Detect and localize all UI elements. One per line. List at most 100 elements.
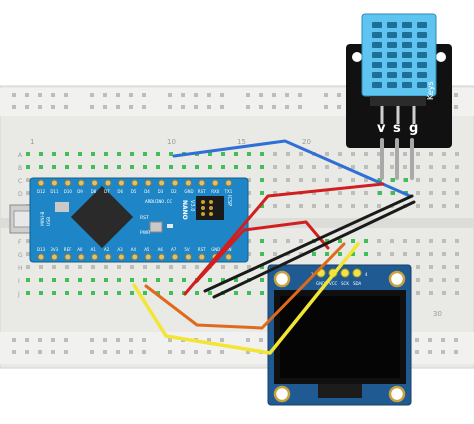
breadboard-hole	[351, 165, 355, 169]
breadboard-hole	[416, 204, 420, 208]
rail-hole	[51, 350, 55, 354]
nano-pin-label: D11	[50, 189, 59, 194]
breadboard-hole	[299, 178, 303, 182]
nano-pin-label: RST	[198, 189, 206, 194]
nano-pin	[144, 253, 152, 261]
breadboard-hole	[65, 265, 69, 269]
nano-pin-label: REF	[64, 247, 72, 252]
nano-pin	[37, 253, 45, 261]
breadboard-hole	[442, 252, 446, 256]
nano-pin-label: GND	[184, 189, 193, 194]
connected-hole	[26, 291, 30, 295]
nano-pin	[131, 253, 139, 261]
rail-hole	[116, 338, 120, 342]
breadboard-hole	[377, 152, 381, 156]
breadboard-hole	[364, 178, 368, 182]
rail-hole	[246, 350, 250, 354]
connected-hole	[117, 291, 121, 295]
rail-hole	[129, 105, 133, 109]
connected-hole	[260, 291, 264, 295]
nano-pin-label: A2	[104, 247, 110, 252]
connected-hole	[78, 152, 82, 156]
dht-grille	[372, 22, 427, 88]
rail-hole	[168, 338, 172, 342]
breadboard-hole	[117, 265, 121, 269]
grille-slot	[387, 32, 397, 38]
version-label: V3.0	[189, 200, 195, 211]
connected-hole	[52, 165, 56, 169]
row-label-j: J	[17, 291, 20, 298]
rail-hole	[194, 350, 198, 354]
breadboard-hole	[416, 178, 420, 182]
rail-hole	[259, 338, 263, 342]
connected-hole	[143, 291, 147, 295]
connected-hole	[221, 152, 225, 156]
rail-hole	[90, 105, 94, 109]
rail-hole	[103, 338, 107, 342]
nano-pin-label: A5	[144, 247, 150, 252]
connected-hole	[39, 165, 43, 169]
rail-hole	[220, 350, 224, 354]
rail-hole	[51, 93, 55, 97]
breadboard-hole	[338, 178, 342, 182]
breadboard-hole	[364, 191, 368, 195]
breadboard-hole	[247, 178, 251, 182]
reset-button	[149, 221, 163, 233]
connected-hole	[234, 165, 238, 169]
dht-mount-hole-left	[352, 52, 362, 62]
breadboard-hole	[351, 191, 355, 195]
grille-slot	[387, 62, 397, 68]
breadboard-hole	[390, 152, 394, 156]
nano-pin-label: VIN	[225, 247, 232, 252]
rail-hole	[64, 350, 68, 354]
breadboard-hole	[455, 278, 459, 282]
connected-hole	[104, 165, 108, 169]
nano-pin	[117, 179, 125, 187]
grille-slot	[417, 42, 427, 48]
column-label-15: 15	[237, 138, 246, 146]
nano-pin	[91, 179, 99, 187]
rail-hole	[103, 93, 107, 97]
connected-hole	[65, 152, 69, 156]
nano-pin-label: D5	[131, 189, 137, 194]
breadboard-hole	[312, 178, 316, 182]
connected-hole	[130, 291, 134, 295]
row-label-d: D	[18, 191, 23, 198]
nano-pin	[50, 179, 58, 187]
nano-pin	[37, 179, 45, 187]
breadboard-hole	[39, 265, 43, 269]
breadboard-hole	[143, 265, 147, 269]
nano-pin-label: D7	[104, 189, 110, 194]
grille-slot	[387, 42, 397, 48]
breadboard-hole	[26, 265, 30, 269]
connected-hole	[104, 278, 108, 282]
crystal	[55, 202, 69, 212]
nano-pin	[131, 179, 139, 187]
connected-hole	[78, 291, 82, 295]
breadboard-hole	[416, 278, 420, 282]
rail-hole	[90, 93, 94, 97]
breadboard-hole	[169, 265, 173, 269]
wire-yellow	[132, 242, 360, 355]
rail-hole	[454, 105, 458, 109]
breadboard-hole	[104, 265, 108, 269]
breadboard-hole	[429, 204, 433, 208]
rail-hole	[428, 350, 432, 354]
rail-hole	[12, 93, 16, 97]
connected-hole	[156, 278, 160, 282]
rail-hole	[324, 105, 328, 109]
row-label-c: C	[18, 178, 22, 185]
rail-hole	[25, 350, 29, 354]
breadboard-hole	[247, 191, 251, 195]
connected-hole	[156, 291, 160, 295]
rail-hole	[207, 350, 211, 354]
rail-hole	[181, 105, 185, 109]
rail-hole	[181, 93, 185, 97]
grille-slot	[402, 32, 412, 38]
breadboard-hole	[429, 191, 433, 195]
connected-hole	[39, 152, 43, 156]
rail-hole	[415, 338, 419, 342]
connected-hole	[260, 191, 264, 195]
dht-sensor-module: v s g Keys	[346, 13, 452, 180]
wire-orange	[144, 242, 346, 330]
